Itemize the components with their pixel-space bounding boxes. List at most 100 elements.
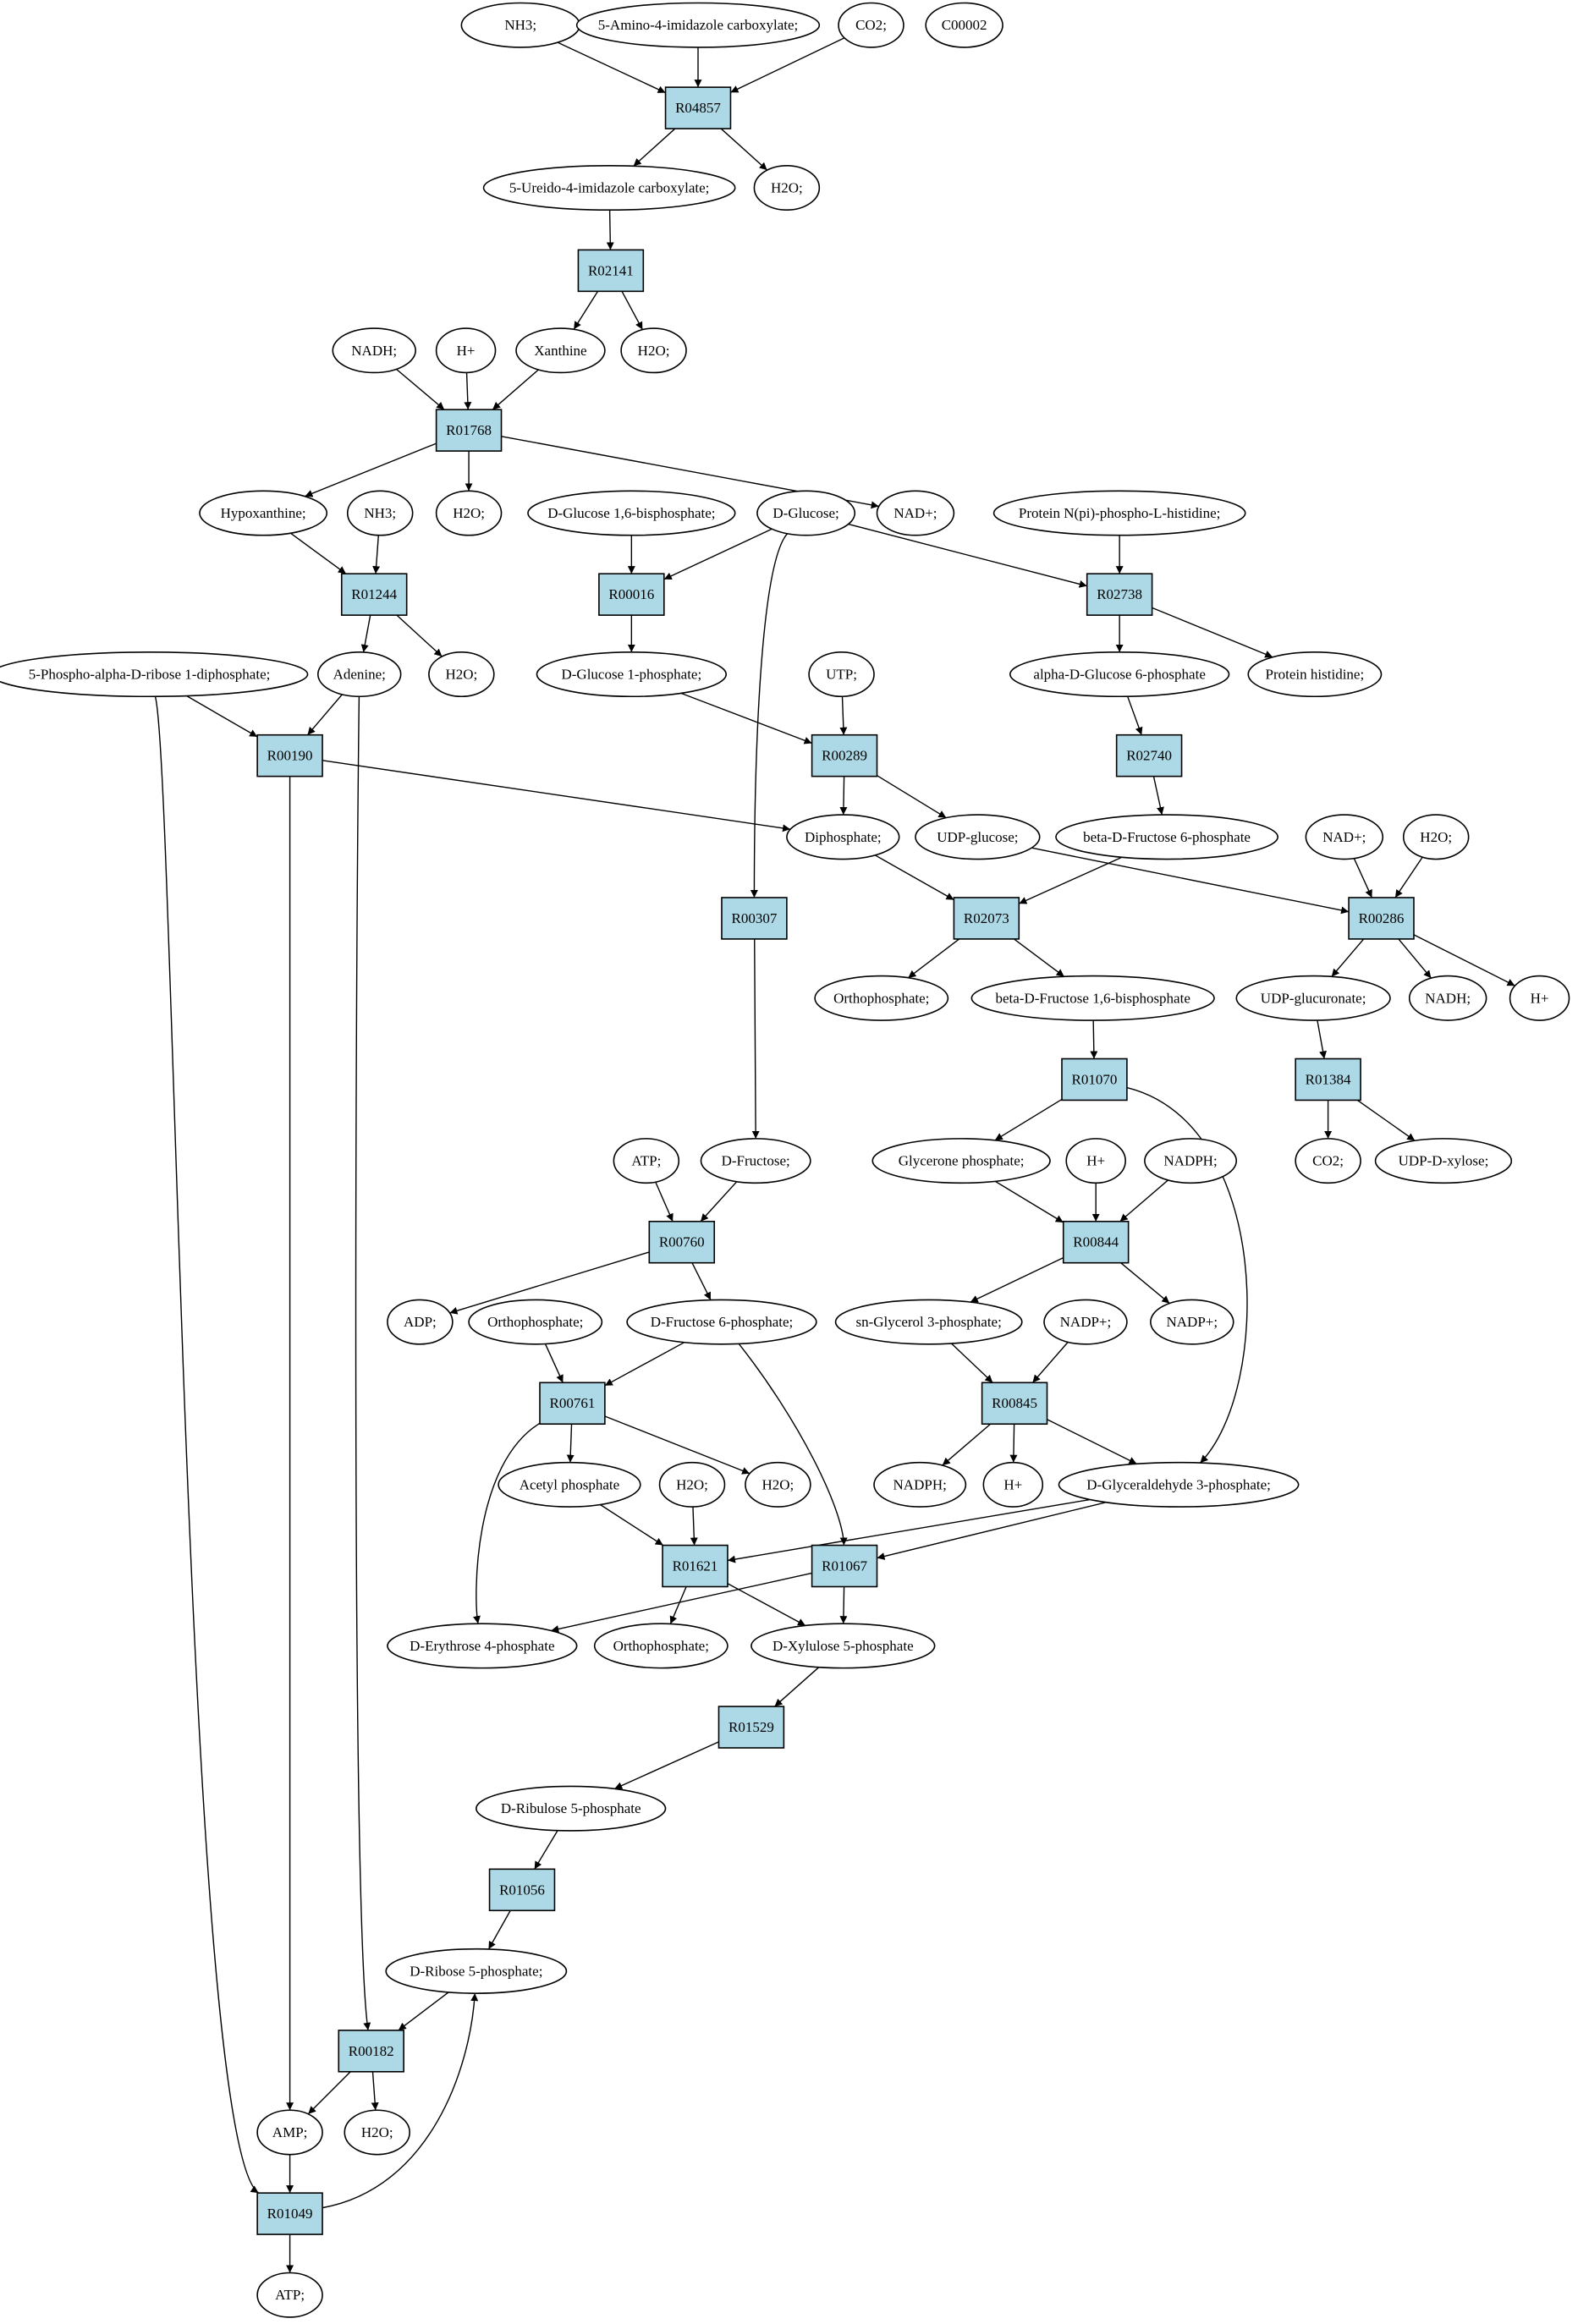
reaction-node-R01384[interactable]: R01384 <box>1295 1058 1361 1102</box>
compound-node-c_nh3_1[interactable]: NH3; <box>460 2 580 48</box>
compound-node-c_h2o_3[interactable]: H2O; <box>435 490 503 536</box>
compound-node-c_co2_1[interactable]: CO2; <box>838 2 904 48</box>
compound-node-c_co2_2[interactable]: CO2; <box>1295 1138 1361 1184</box>
compound-node-c_acetylp[interactable]: Acetyl phosphate <box>498 1461 641 1508</box>
compound-node-c_orthop_1[interactable]: Orthophosphate; <box>814 975 949 1021</box>
compound-node-c_xu5p[interactable]: D-Xylulose 5-phosphate <box>751 1623 936 1669</box>
reaction-node-R00286[interactable]: R00286 <box>1348 897 1415 940</box>
reaction-box <box>256 733 323 777</box>
compound-node-c_ureido[interactable]: 5-Ureido-4-imidazole carboxylate; <box>482 164 736 212</box>
reaction-node-R01768[interactable]: R01768 <box>435 409 503 452</box>
node-label: H2O; <box>762 1476 794 1492</box>
compound-node-c_diphosphate[interactable]: Diphosphate; <box>786 814 900 860</box>
reaction-node-R02141[interactable]: R02141 <box>577 249 645 293</box>
reaction-node-R00845[interactable]: R00845 <box>981 1382 1048 1426</box>
reaction-node-R01070[interactable]: R01070 <box>1061 1058 1128 1102</box>
compound-node-c_nadph_1[interactable]: NADPH; <box>1144 1138 1238 1184</box>
reaction-node-R01067[interactable]: R01067 <box>811 1544 878 1588</box>
compound-ellipse <box>756 490 856 536</box>
compound-node-c_h2o_5[interactable]: H2O; <box>1402 814 1470 860</box>
node-label: NADH; <box>351 343 397 359</box>
compound-node-c_orthop_3[interactable]: Orthophosphate; <box>593 1623 729 1669</box>
reaction-node-R02740[interactable]: R02740 <box>1115 733 1183 777</box>
compound-node-c_adp[interactable]: ADP; <box>387 1299 454 1345</box>
compound-node-c_r5p[interactable]: D-Ribose 5-phosphate; <box>385 1948 568 1994</box>
node-label: R01529 <box>729 1719 774 1735</box>
compound-node-c_aica[interactable]: 5-Amino-4-imidazole carboxylate; <box>575 2 821 48</box>
compound-node-c_nadh_2[interactable]: NADH; <box>1408 975 1487 1021</box>
reaction-node-R04857[interactable]: R04857 <box>664 86 732 129</box>
compound-node-c_bf6p[interactable]: beta-D-Fructose 6-phosphate <box>1055 814 1278 860</box>
reaction-node-R00182[interactable]: R00182 <box>338 2030 404 2073</box>
compound-node-c_nh3_2[interactable]: NH3; <box>346 490 414 536</box>
compound-node-c_nadplus_1[interactable]: NAD+; <box>876 490 955 536</box>
edge-R01384-to-c_udpxyl <box>1356 1099 1416 1141</box>
compound-node-c_xanthine[interactable]: Xanthine <box>515 327 606 374</box>
compound-node-c_protein_nphis[interactable]: Protein N(pi)-phospho-L-histidine; <box>992 490 1246 536</box>
compound-node-c_glucose[interactable]: D-Glucose; <box>756 490 856 536</box>
reaction-node-R00190[interactable]: R00190 <box>256 733 323 777</box>
compound-node-c_g1p[interactable]: D-Glucose 1-phosphate; <box>536 651 728 698</box>
edge-c_nadplus_2-to-R00286 <box>1353 858 1373 898</box>
compound-node-c_prpp[interactable]: 5-Phospho-alpha-D-ribose 1-diphosphate; <box>0 651 309 698</box>
edge-c_bf16bp-to-R01070 <box>1090 1020 1098 1059</box>
compound-node-c_adenine[interactable]: Adenine; <box>316 651 402 698</box>
compound-node-c_bf16bp[interactable]: beta-D-Fructose 1,6-bisphosphate <box>970 975 1215 1021</box>
compound-node-c_udpxyl[interactable]: UDP-D-xylose; <box>1374 1138 1513 1184</box>
node-label: H2O; <box>453 505 485 521</box>
compound-node-c_atp_2[interactable]: ATP; <box>256 2272 323 2318</box>
node-label: D-Glucose; <box>773 505 838 521</box>
reaction-node-R00289[interactable]: R00289 <box>811 733 878 777</box>
reaction-node-R01049[interactable]: R01049 <box>256 2192 323 2235</box>
compound-node-c_ru5p[interactable]: D-Ribulose 5-phosphate <box>476 1785 667 1832</box>
compound-node-c_sng3p[interactable]: sn-Glycerol 3-phosphate; <box>834 1299 1023 1345</box>
reaction-node-R00307[interactable]: R00307 <box>721 897 788 940</box>
compound-node-c_ag6p[interactable]: alpha-D-Glucose 6-phosphate <box>1009 651 1230 698</box>
compound-node-c_glycerone[interactable]: Glycerone phosphate; <box>871 1138 1051 1184</box>
reaction-node-R01056[interactable]: R01056 <box>488 1868 556 1912</box>
compound-node-c_hplus_4[interactable]: H+ <box>982 1461 1044 1508</box>
reaction-node-R00016[interactable]: R00016 <box>598 573 665 616</box>
compound-node-c_c00002[interactable]: C00002 <box>925 2 1003 48</box>
node-label: R01244 <box>351 586 397 602</box>
compound-node-c_nadpplus_1[interactable]: NADP+; <box>1043 1299 1128 1345</box>
node-label: H+ <box>1003 1476 1022 1492</box>
compound-node-c_atp_1[interactable]: ATP; <box>613 1138 680 1184</box>
reaction-node-R01621[interactable]: R01621 <box>662 1544 729 1588</box>
compound-node-c_nadph_2[interactable]: NADPH; <box>873 1461 967 1508</box>
compound-node-c_h2o_7[interactable]: H2O; <box>745 1461 811 1508</box>
compound-node-c_orthop_2[interactable]: Orthophosphate; <box>468 1299 603 1345</box>
compound-node-c_amp[interactable]: AMP; <box>256 2109 323 2156</box>
compound-node-c_h2o_2[interactable]: H2O; <box>620 327 687 374</box>
reaction-node-R01244[interactable]: R01244 <box>340 573 408 616</box>
reaction-node-R02073[interactable]: R02073 <box>953 897 1020 940</box>
compound-node-c_utp[interactable]: UTP; <box>808 651 875 698</box>
compound-node-c_prothis[interactable]: Protein histidine; <box>1247 651 1383 698</box>
compound-node-c_fructose[interactable]: D-Fructose; <box>700 1138 811 1184</box>
node-label: Protein histidine; <box>1266 667 1365 683</box>
compound-node-c_nadh_1[interactable]: NADH; <box>332 327 416 374</box>
compound-node-c_nadpplus_2[interactable]: NADP+; <box>1150 1299 1234 1345</box>
node-label: D-Fructose; <box>722 1153 790 1169</box>
compound-node-c_h2o_1[interactable]: H2O; <box>753 164 821 212</box>
compound-node-c_hypox[interactable]: Hypoxanthine; <box>199 490 328 536</box>
compound-node-c_g3p[interactable]: D-Glyceraldehyde 3-phosphate; <box>1058 1461 1300 1508</box>
compound-node-c_h2o_8[interactable]: H2O; <box>344 2109 410 2156</box>
compound-node-c_nadplus_2[interactable]: NAD+; <box>1305 814 1384 860</box>
compound-node-c_df6p[interactable]: D-Fructose 6-phosphate; <box>626 1299 817 1345</box>
compound-node-c_hplus_3[interactable]: H+ <box>1065 1138 1126 1184</box>
reaction-node-R02738[interactable]: R02738 <box>1086 573 1153 616</box>
compound-node-c_udpglc[interactable]: UDP-glucose; <box>915 814 1041 860</box>
reaction-node-R00844[interactable]: R00844 <box>1062 1220 1130 1264</box>
compound-node-c_udpglcu[interactable]: UDP-glucuronate; <box>1235 975 1391 1021</box>
compound-node-c_h2o_4[interactable]: H2O; <box>428 651 495 698</box>
compound-node-c_hplus_1[interactable]: H+ <box>435 327 497 374</box>
compound-node-c_e4p[interactable]: D-Erythrose 4-phosphate <box>387 1623 578 1669</box>
compound-ellipse <box>1150 1299 1234 1345</box>
reaction-node-R00761[interactable]: R00761 <box>539 1382 606 1426</box>
reaction-node-R01529[interactable]: R01529 <box>718 1706 785 1749</box>
compound-node-c_h2o_6[interactable]: H2O; <box>658 1461 726 1508</box>
reaction-node-R00760[interactable]: R00760 <box>648 1220 716 1264</box>
compound-node-c_hplus_2[interactable]: H+ <box>1509 975 1570 1021</box>
compound-node-c_g16bp[interactable]: D-Glucose 1,6-bisphosphate; <box>527 490 736 536</box>
